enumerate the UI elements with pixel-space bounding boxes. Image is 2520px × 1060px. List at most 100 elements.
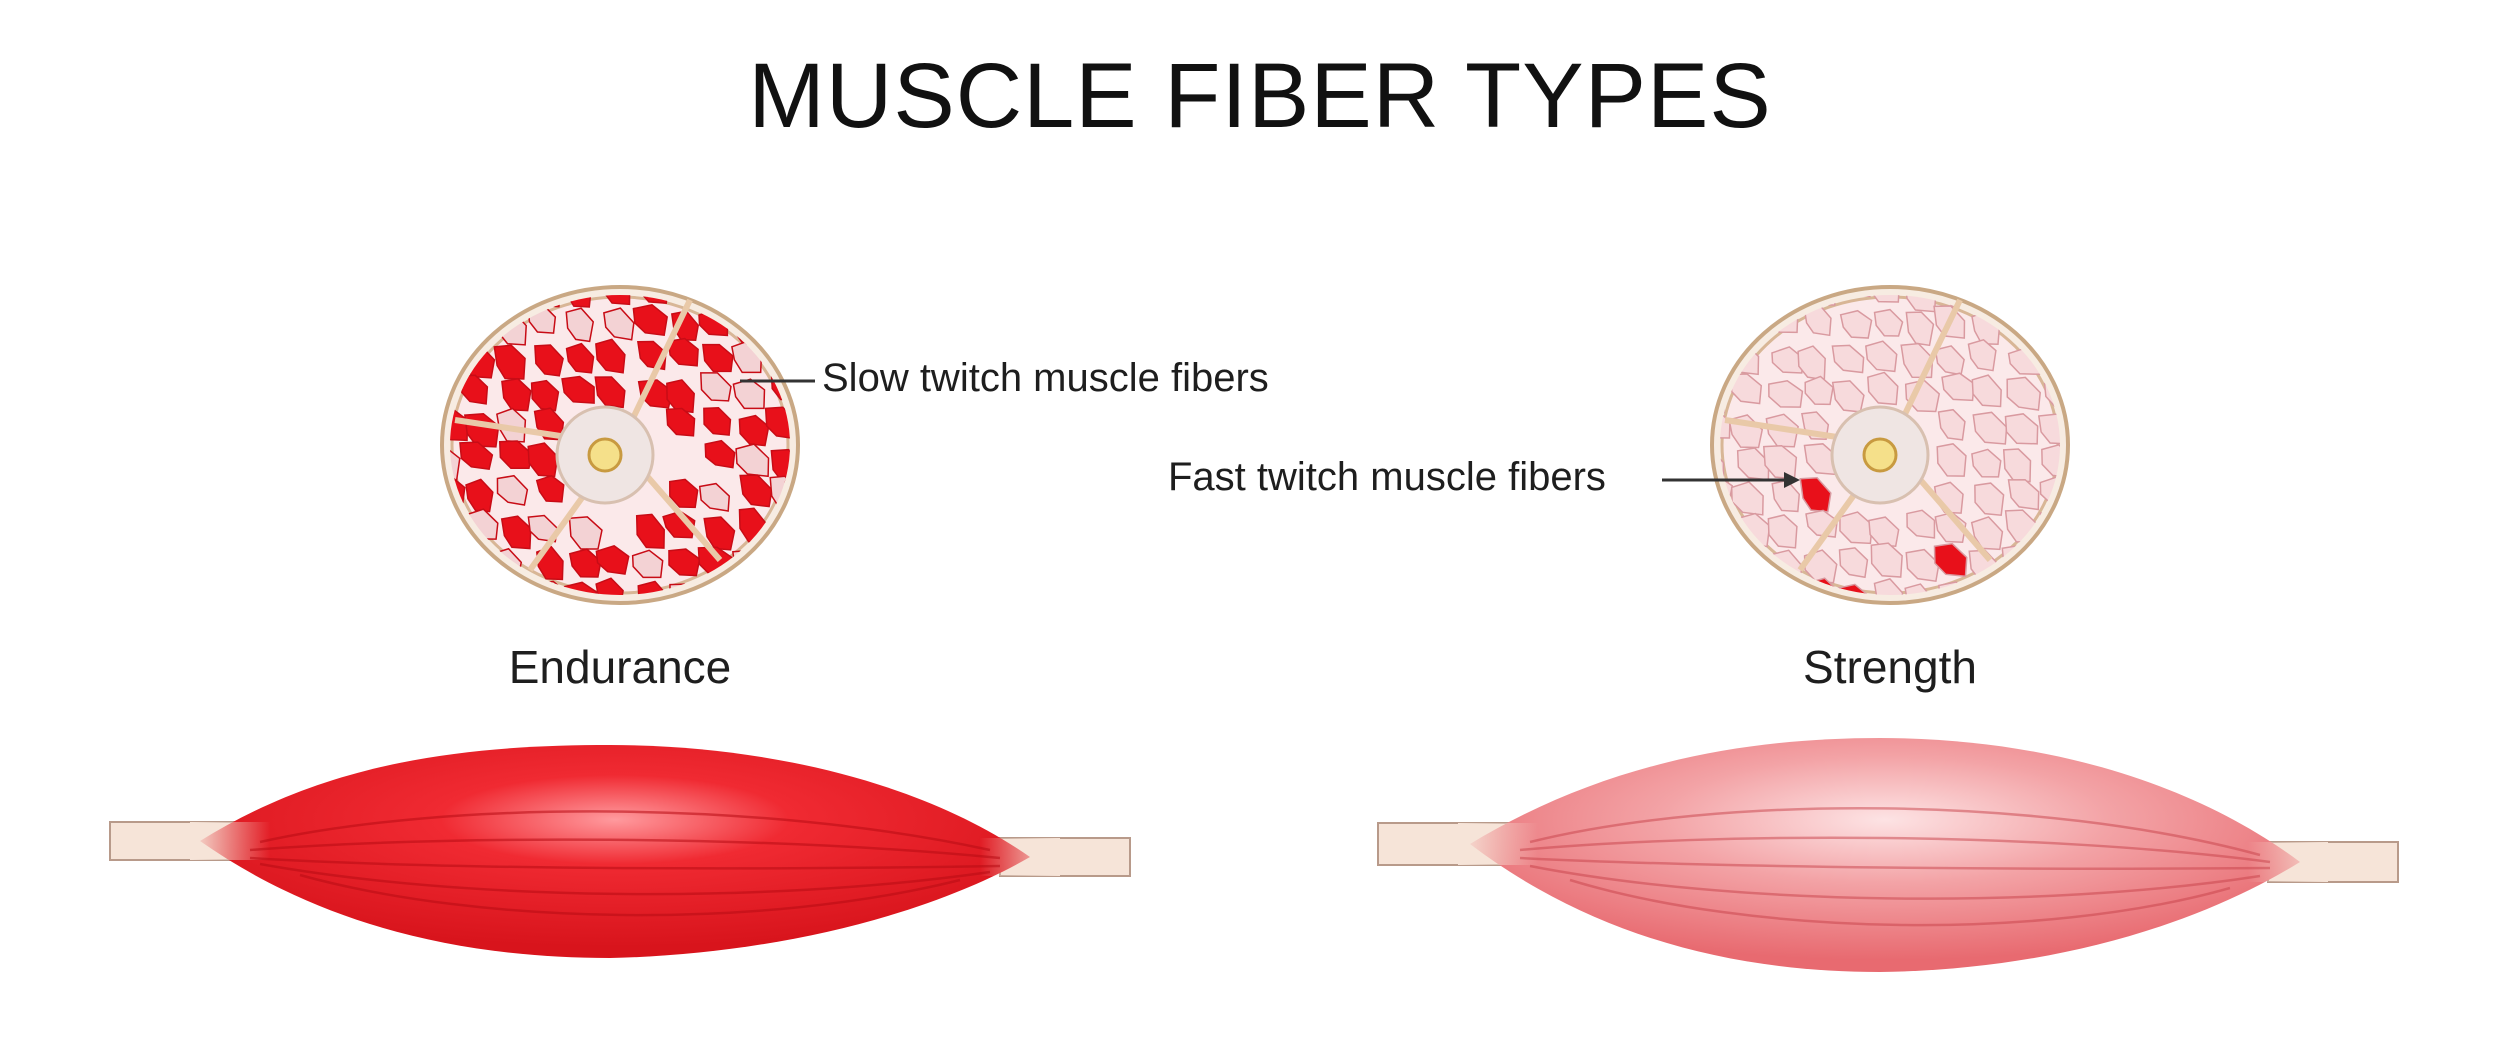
red-fiber	[464, 575, 497, 595]
red-fiber	[767, 577, 790, 595]
pale-fiber	[2042, 581, 2060, 595]
red-fiber	[702, 343, 734, 373]
red-fiber	[666, 379, 695, 414]
red-fiber	[496, 582, 533, 595]
red-fiber	[632, 303, 668, 337]
red-fiber	[806, 550, 836, 580]
pale-fiber	[1971, 448, 2002, 478]
pale-fiber	[2004, 413, 2039, 445]
red-fiber	[739, 474, 773, 508]
red-fiber	[465, 478, 494, 513]
pale-fiber	[565, 307, 595, 343]
pale-fiber	[631, 549, 664, 579]
pale-fiber	[1868, 516, 1900, 548]
red-fiber	[595, 545, 630, 575]
pale-fiber	[1967, 338, 1997, 372]
red-fiber	[459, 303, 493, 332]
pale-fiber	[527, 514, 558, 543]
pale-fiber	[2007, 478, 2040, 511]
pale-fiber	[1720, 295, 1737, 307]
pale-fiber	[1906, 509, 1936, 539]
red-fiber	[561, 375, 595, 404]
pale-fiber	[1767, 514, 1798, 549]
pale-fiber	[1768, 379, 1804, 408]
red-fiber	[808, 446, 836, 473]
red-fiber	[809, 474, 838, 504]
red-fiber	[703, 516, 736, 551]
red-fiber	[1799, 476, 1832, 513]
pale-fiber	[1974, 482, 2005, 517]
pale-fiber	[1839, 309, 1873, 339]
red-fiber	[498, 440, 533, 469]
red-fiber	[699, 582, 732, 595]
endurance-caption: Endurance	[508, 641, 732, 693]
pale-fiber	[1971, 374, 2002, 408]
pale-fiber	[1870, 542, 1903, 578]
nerve-core	[587, 437, 623, 473]
red-fiber	[667, 337, 699, 367]
red-fiber	[535, 474, 565, 503]
red-fiber	[450, 303, 459, 336]
pale-fiber	[1936, 443, 1967, 477]
red-fiber	[501, 377, 532, 412]
pale-fiber	[1720, 512, 1726, 547]
pale-fiber	[450, 577, 459, 595]
pale-fiber	[1866, 295, 1901, 303]
red-fiber	[1720, 308, 1732, 338]
pale-fiber	[2041, 443, 2060, 479]
pale-fiber	[1873, 578, 1904, 595]
pale-fiber	[2002, 295, 2031, 311]
red-fiber	[450, 295, 458, 305]
callout-arrow-icon	[1662, 472, 1800, 488]
red-fiber	[738, 414, 770, 447]
pale-fiber	[2078, 306, 2110, 335]
red-fiber	[450, 344, 460, 373]
pale-fiber	[2004, 582, 2038, 595]
pale-fiber	[1973, 579, 2004, 595]
red-fiber	[459, 547, 489, 576]
pale-fiber	[496, 474, 529, 506]
red-fiber	[459, 374, 489, 405]
pale-fiber	[1720, 337, 1734, 369]
red-fiber	[704, 439, 736, 469]
pale-fiber	[1720, 549, 1733, 581]
pale-fiber	[1733, 550, 1763, 583]
red-fiber	[601, 295, 631, 306]
red-fiber	[805, 414, 838, 446]
red-fiber	[800, 515, 832, 543]
pale-fiber	[1769, 577, 1802, 595]
red-fiber	[594, 376, 626, 409]
pale-fiber	[735, 443, 770, 478]
red-fiber	[800, 311, 830, 341]
pale-fiber	[2044, 295, 2060, 305]
pale-fiber	[1905, 311, 1935, 347]
red-fiber	[1933, 542, 1968, 578]
pale-fiber	[1729, 306, 1761, 339]
muscle-striations	[1519, 806, 2271, 927]
fast-twitch-label: Fast twitch muscle fibers	[1168, 455, 1606, 499]
red-fiber	[806, 577, 832, 610]
muscle-striations	[249, 810, 1001, 917]
pale-fiber	[1729, 373, 1763, 405]
red-fiber	[665, 407, 696, 437]
pale-fiber	[2076, 579, 2105, 606]
pale-fiber	[2036, 309, 2060, 337]
red-fiber	[534, 344, 564, 377]
slow-twitch-label: Slow twitch muscle fibers	[822, 356, 1269, 400]
pale-fiber	[1771, 346, 1805, 374]
red-fiber	[500, 515, 532, 550]
pale-fiber	[2077, 280, 2108, 308]
red-fiber	[493, 295, 530, 306]
pale-fiber	[1838, 547, 1869, 579]
red-fiber	[731, 583, 763, 595]
red-fiber	[450, 516, 459, 550]
red-fiber	[669, 478, 699, 509]
pale-fiber	[765, 295, 790, 307]
red-fiber	[635, 513, 665, 549]
red-fiber	[801, 278, 828, 304]
red-fiber	[530, 379, 560, 412]
pale-fiber	[1970, 516, 2004, 551]
pale-fiber	[2073, 549, 2103, 578]
pale-fiber	[2079, 376, 2107, 406]
